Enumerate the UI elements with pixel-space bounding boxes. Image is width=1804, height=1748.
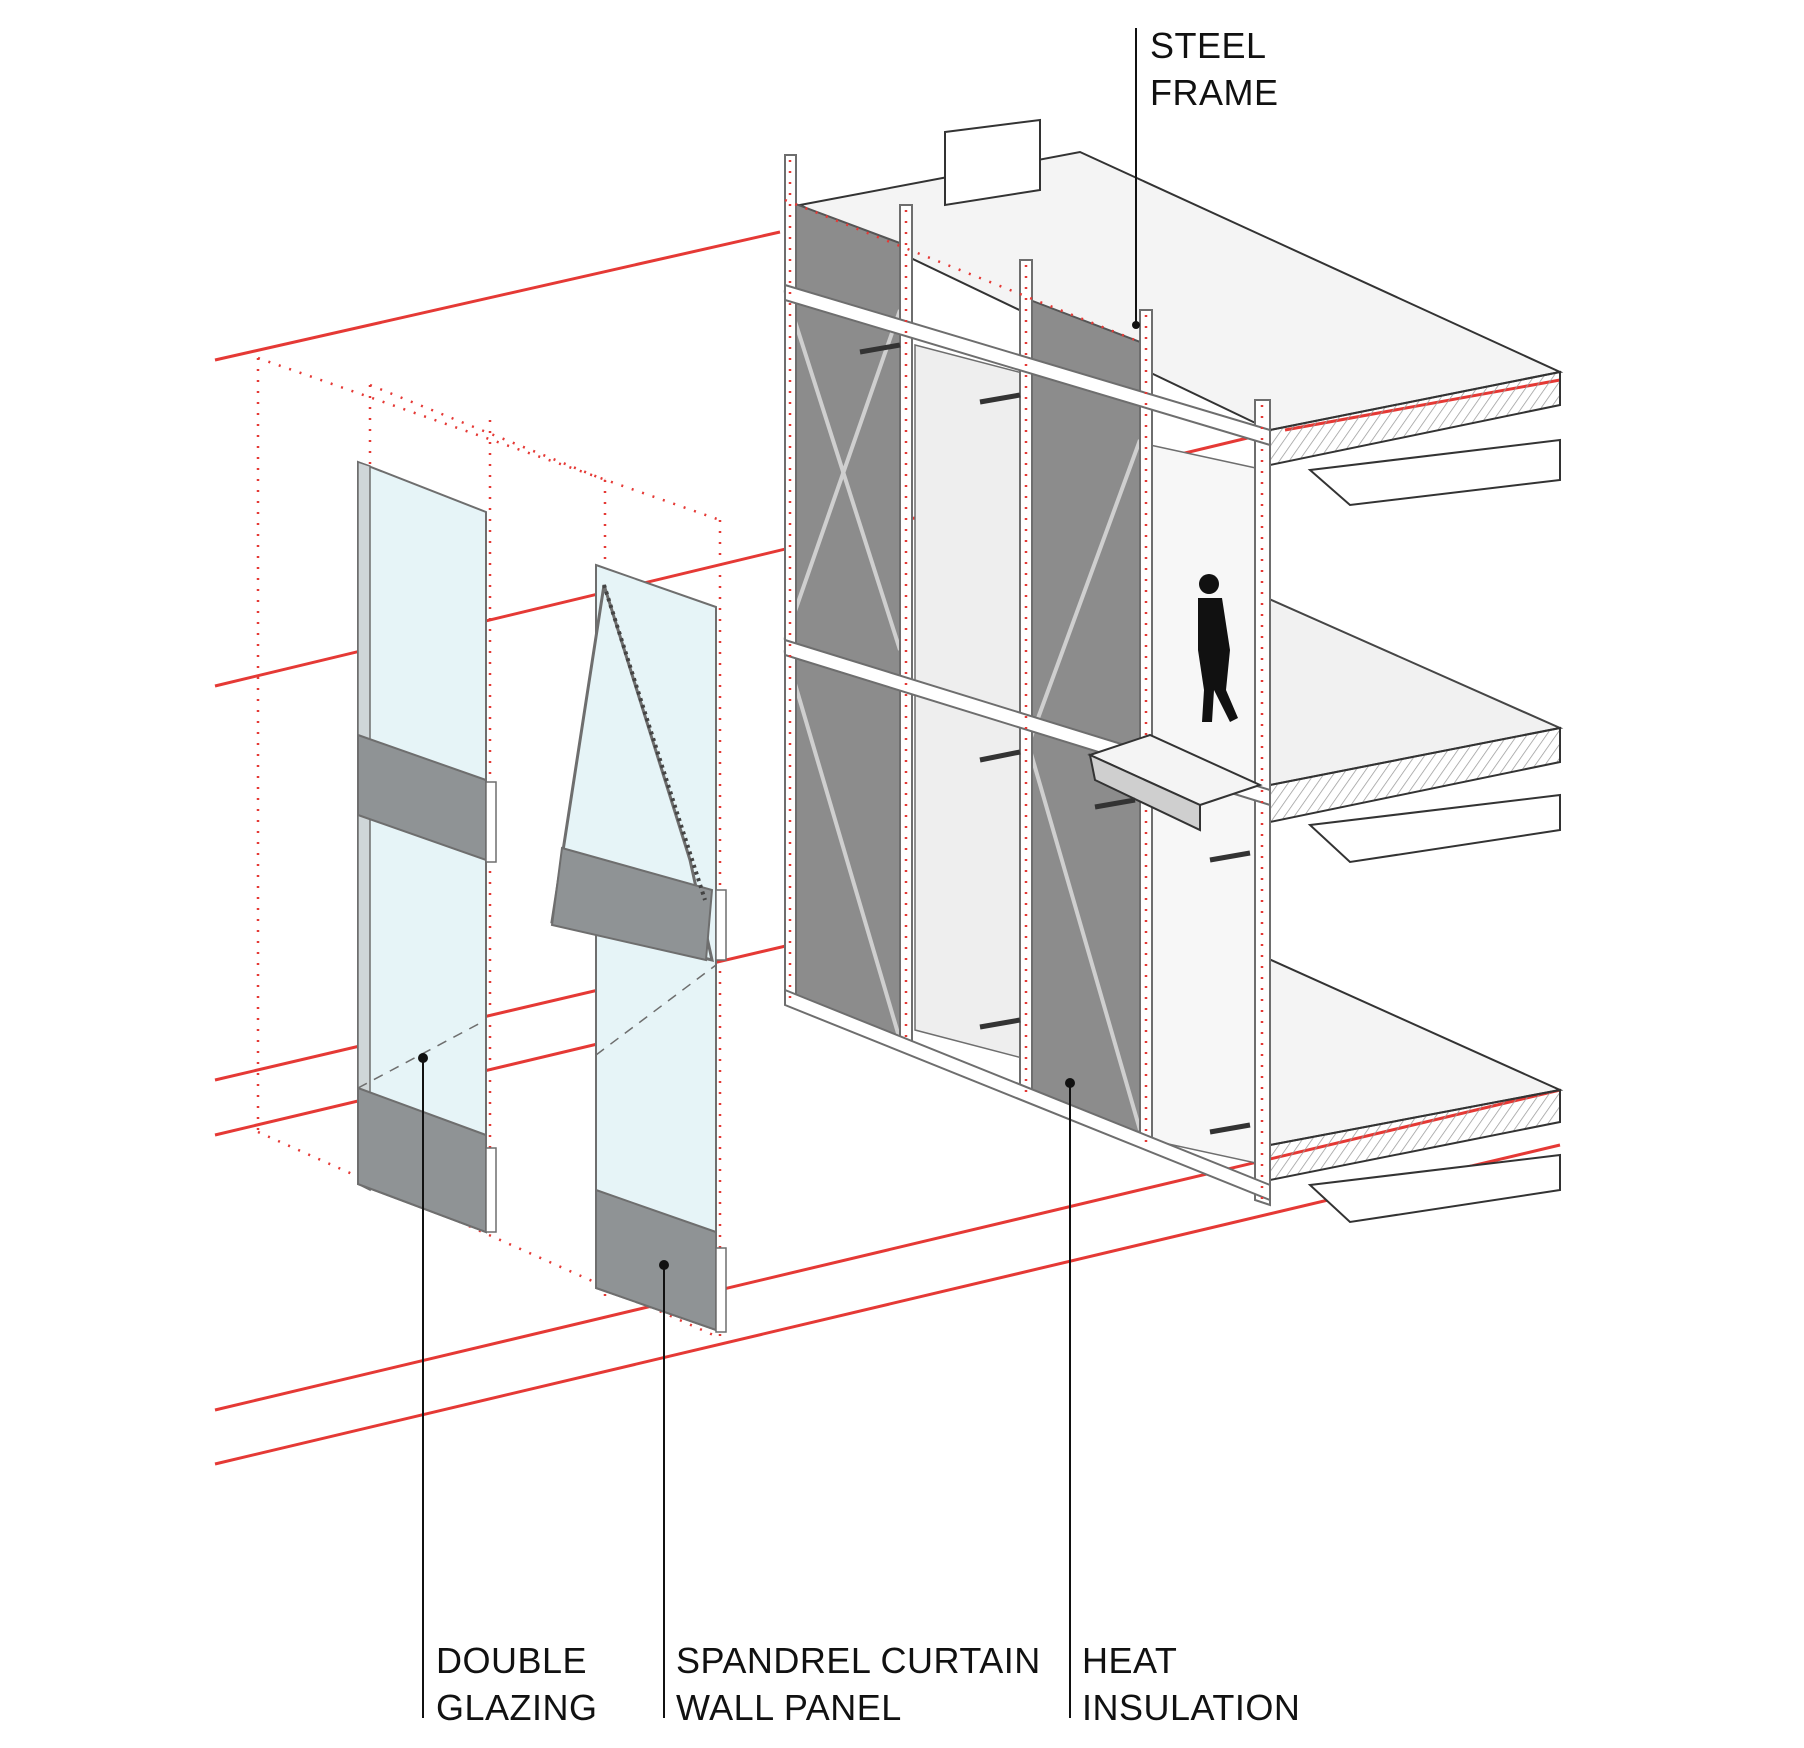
person-silhouette <box>1198 574 1238 722</box>
label-spandrel-panel-line1: SPANDREL CURTAIN <box>676 1640 1041 1681</box>
label-double-glazing-line2: GLAZING <box>436 1687 598 1728</box>
label-steel-frame-line2: FRAME <box>1150 72 1279 113</box>
label-steel-frame: STEEL FRAME <box>1150 22 1279 116</box>
label-double-glazing: DOUBLE GLAZING <box>436 1637 598 1731</box>
label-heat-insulation: HEAT INSULATION <box>1082 1637 1300 1731</box>
label-spandrel-panel-line2: WALL PANEL <box>676 1687 902 1728</box>
double-glazing-panel <box>357 460 497 1234</box>
leader-dots <box>418 321 1140 1270</box>
roof-slab <box>796 118 1564 507</box>
label-steel-frame-line1: STEEL <box>1150 25 1267 66</box>
label-spandrel-panel: SPANDREL CURTAIN WALL PANEL <box>676 1637 1041 1731</box>
leader-lines <box>422 28 1137 1718</box>
label-heat-insulation-line2: INSULATION <box>1082 1687 1301 1728</box>
label-heat-insulation-line1: HEAT <box>1082 1640 1178 1681</box>
label-double-glazing-line1: DOUBLE <box>436 1640 588 1681</box>
spandrel-panel <box>550 563 727 1333</box>
curtain-wall-assembly <box>783 154 1271 1207</box>
